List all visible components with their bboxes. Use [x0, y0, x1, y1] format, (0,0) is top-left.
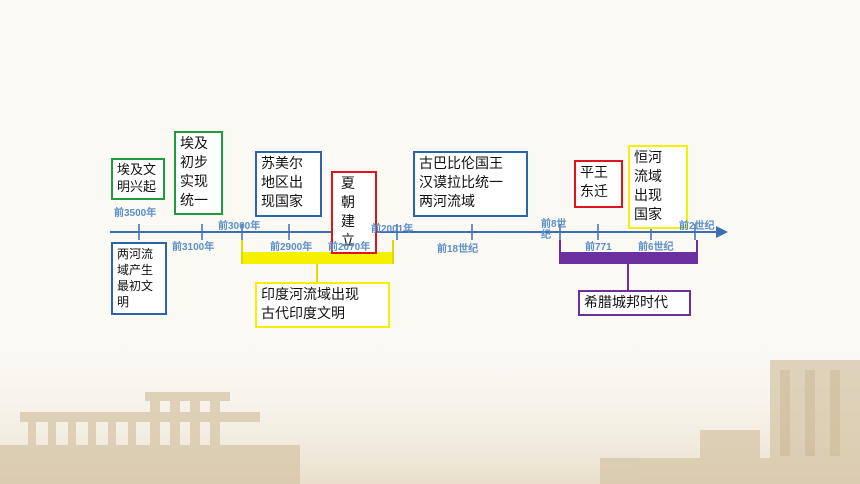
- date-label-771: 前771: [585, 242, 612, 253]
- event-mesopotamia-civilization: 两河流 域产生 最初文 明: [111, 242, 167, 315]
- event-ganges-states: 恒河 流域 出现 国家: [628, 145, 688, 229]
- event-sumer-states: 苏美尔 地区出 现国家: [255, 151, 322, 217]
- date-label-18c: 前18世纪: [437, 244, 479, 255]
- event-xia-dynasty: 夏 朝 建 立: [331, 171, 377, 254]
- date-label-2900: 前2900年: [270, 242, 313, 253]
- event-pingwang-move: 平王 东迁: [574, 160, 623, 208]
- date-label-6c: 前6世纪: [638, 242, 674, 253]
- period-greek-city-states: 希腊城邦时代: [578, 290, 691, 316]
- event-babylon-unification: 古巴比伦国王 汉谟拉比统一 两河流域: [413, 151, 528, 217]
- event-egypt-unification: 埃及 初步 实现 统一: [174, 131, 223, 215]
- period-indus-civilization: 印度河流域出现 古代印度文明: [255, 282, 390, 328]
- date-label-2c: 前2世纪: [679, 221, 715, 232]
- date-label-8c: 前8世 纪: [541, 219, 567, 241]
- date-label-2001: 前2001年: [371, 224, 414, 235]
- date-label-3100: 前3100年: [172, 242, 215, 253]
- date-label-2070: 前2070年: [328, 242, 371, 253]
- date-label-3500: 前3500年: [114, 208, 157, 219]
- date-label-3000: 前3000年: [218, 221, 261, 232]
- event-egypt-civilization: 埃及文 明兴起: [111, 158, 165, 200]
